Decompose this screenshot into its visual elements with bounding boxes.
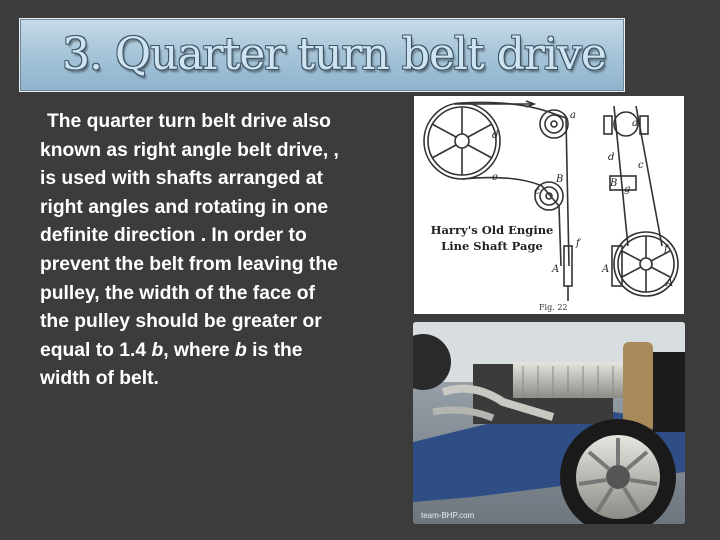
upper-small-pulley: [539, 109, 569, 139]
diagram-letter-a5: A: [665, 278, 673, 289]
middle-small-pulley: [534, 181, 564, 211]
diagram-caption-line-2: Line Shaft Page: [441, 239, 543, 253]
diagram-letter-c: c: [534, 186, 540, 197]
diagram-letter-a: a: [570, 110, 576, 121]
belt-bottom-left: [461, 176, 543, 187]
left-pulley-hub: [454, 133, 470, 149]
right-shaft-bracket: [611, 245, 623, 287]
diagram-letter-e: e: [492, 172, 498, 183]
diagram-caption-line-1: Harry's Old Engine: [431, 223, 554, 237]
right-middle-bracket: [609, 175, 637, 191]
body-variable-b-2: b: [235, 339, 247, 361]
diagram-letter-a3: A: [601, 264, 609, 275]
slide-title: 3. Quarter turn belt drive: [62, 29, 607, 80]
title-banner: 3. Quarter turn belt drive: [19, 18, 625, 92]
car-exhaust-pipe: [441, 384, 555, 421]
diagram-letter-a4: a: [632, 118, 638, 129]
vintage-car-photo: team-BHP.com: [413, 322, 685, 524]
body-text-part-1: The quarter turn belt drive also known a…: [40, 111, 339, 361]
car-firewall: [623, 342, 653, 432]
body-text-part-3: is the width of belt.: [40, 339, 303, 390]
belt-diagram-svg: d e B a c A f A a d c B g f A Harry's Ol…: [423, 100, 679, 312]
diagram-letter-f2: f: [663, 244, 670, 255]
belt-top-left: [461, 101, 550, 113]
body-variable-b-1: b: [151, 339, 164, 361]
diagram-letter-g: g: [624, 184, 630, 195]
diagram-letter-c2: c: [638, 160, 644, 171]
right-top-pulley: [613, 111, 639, 137]
diagram-letter-b2: B: [609, 178, 617, 189]
quarter-turn-belt-diagram: d e B a c A f A a d c B g f A Harry's Ol…: [414, 96, 684, 314]
belt-vertical-1: [548, 111, 570, 267]
photo-watermark: team-BHP.com: [421, 511, 475, 520]
right-pulley-rim: [613, 231, 679, 297]
diagram-letter-a2: A: [551, 264, 559, 275]
diagram-figure-label: Fig. 22: [539, 303, 568, 312]
diagram-letter-b: B: [555, 174, 563, 185]
diagram-letter-d: d: [492, 130, 498, 141]
slide-body-text: The quarter turn belt drive also known a…: [40, 108, 340, 394]
body-text-part-2: , where: [163, 339, 236, 361]
diagram-letter-f: f: [575, 238, 582, 249]
car-photo-svg: team-BHP.com: [413, 322, 685, 524]
diagram-letter-d2: d: [608, 152, 614, 163]
